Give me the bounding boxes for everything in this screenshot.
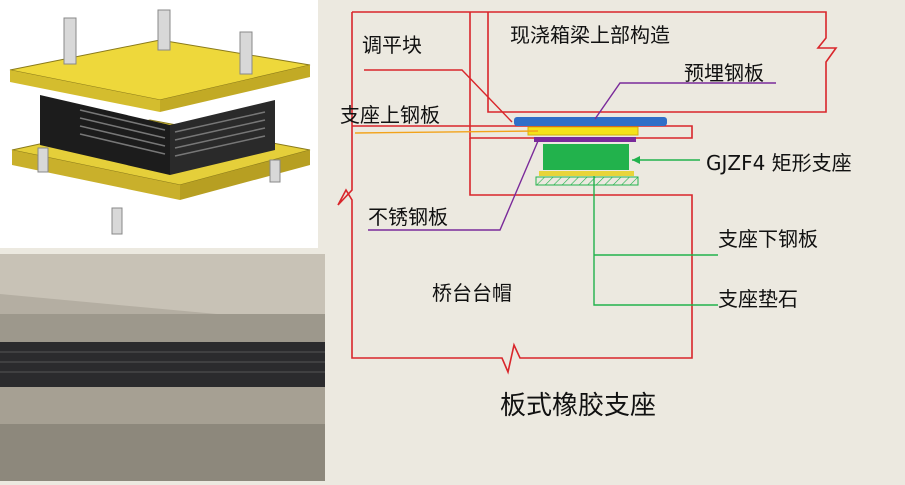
abutment-cap-outline bbox=[337, 126, 693, 375]
bearing-3d-render bbox=[0, 0, 318, 248]
embedded-plate bbox=[514, 117, 667, 126]
label-bearing-pad: 支座垫石 bbox=[718, 287, 798, 311]
bearing-site-photo bbox=[0, 254, 325, 481]
stainless-plate bbox=[534, 137, 636, 142]
rubber-bearing bbox=[543, 144, 629, 170]
bearing-pad-stone bbox=[535, 176, 639, 186]
label-leveling-block: 调平块 bbox=[362, 33, 422, 57]
box-girder-outline bbox=[352, 11, 838, 139]
caption: 板式橡胶支座 bbox=[500, 391, 656, 421]
label-abutment-cap: 桥台台帽 bbox=[432, 281, 512, 305]
label-superstructure: 现浇箱梁上部构造 bbox=[510, 23, 670, 47]
label-embedded-plate: 预埋钢板 bbox=[684, 61, 764, 85]
leader-stainless-plate bbox=[368, 140, 539, 231]
label-lower-plate: 支座下钢板 bbox=[718, 227, 818, 251]
leader-upper-plate bbox=[354, 130, 539, 134]
leader-bearing-pad bbox=[593, 176, 718, 306]
upper-steel-plate bbox=[527, 126, 639, 136]
leader-leveling-block bbox=[364, 69, 513, 123]
lower-steel-plate bbox=[539, 171, 634, 176]
leader-embedded-plate bbox=[594, 82, 776, 120]
label-upper-plate: 支座上钢板 bbox=[340, 103, 440, 127]
label-stainless-plate: 不锈钢板 bbox=[368, 205, 448, 229]
label-bearing: GJZF4 矩形支座 bbox=[706, 151, 852, 175]
